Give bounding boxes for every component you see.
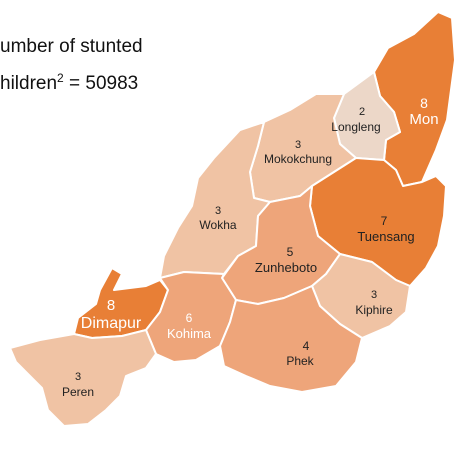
label-name-zunheboto: Zunheboto bbox=[255, 260, 317, 275]
label-value-wokha: 3 bbox=[215, 205, 221, 217]
label-value-dimapur: 8 bbox=[107, 297, 115, 314]
label-name-mokokchung: Mokokchung bbox=[264, 152, 332, 166]
label-value-peren: 3 bbox=[75, 371, 81, 383]
label-value-zunheboto: 5 bbox=[287, 245, 294, 259]
district-phek[interactable] bbox=[219, 285, 363, 393]
label-name-mon: Mon bbox=[409, 111, 438, 128]
title-line2-suffix: = 50983 bbox=[63, 73, 139, 94]
label-value-mon: 8 bbox=[420, 95, 428, 111]
title-line2-prefix: hildren bbox=[0, 73, 58, 94]
label-name-kiphire: Kiphire bbox=[355, 303, 393, 317]
label-name-wokha: Wokha bbox=[199, 218, 236, 232]
district-mon[interactable] bbox=[373, 11, 456, 187]
label-name-longleng: Longleng bbox=[331, 120, 380, 134]
label-value-kiphire: 3 bbox=[371, 289, 377, 301]
label-value-longleng: 2 bbox=[359, 106, 365, 118]
label-value-mokokchung: 3 bbox=[295, 139, 301, 151]
label-value-phek: 4 bbox=[303, 339, 310, 353]
title-superscript: 2 bbox=[57, 71, 64, 85]
label-name-phek: Phek bbox=[286, 354, 314, 368]
label-name-peren: Peren bbox=[62, 385, 94, 399]
district-kiphire[interactable] bbox=[311, 253, 411, 339]
district-peren[interactable] bbox=[9, 329, 157, 427]
label-name-dimapur: Dimapur bbox=[81, 315, 142, 332]
district-kohima[interactable] bbox=[145, 271, 237, 363]
label-name-tuensang: Tuensang bbox=[357, 229, 414, 244]
label-value-kohima: 6 bbox=[186, 311, 193, 325]
label-name-kohima: Kohima bbox=[167, 326, 212, 341]
map-title-line-1: umber of stunted bbox=[0, 36, 143, 57]
label-value-tuensang: 7 bbox=[381, 214, 388, 228]
map-title-line-2: hildren2 = 50983 bbox=[0, 72, 138, 93]
